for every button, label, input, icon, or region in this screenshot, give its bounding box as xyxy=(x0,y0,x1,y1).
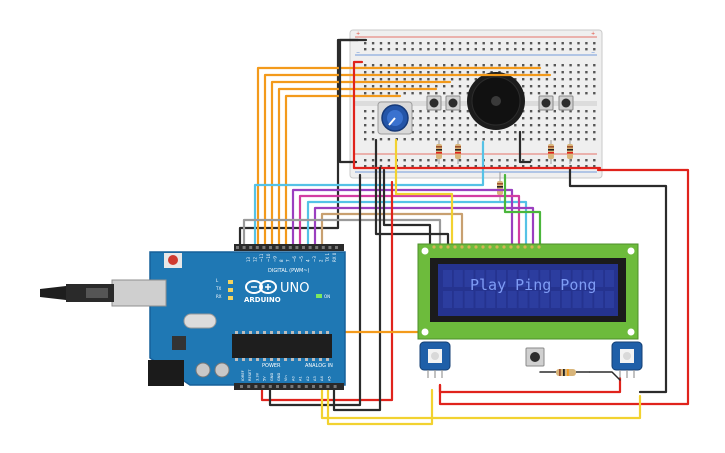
wire-green-1[interactable] xyxy=(503,173,542,246)
lcd-display-text: Play Ping Pong xyxy=(470,276,596,294)
wire-purple-2[interactable] xyxy=(313,206,535,246)
digital-pin-label: 7 xyxy=(286,259,291,262)
digital-pin-label: ~3 xyxy=(312,256,317,262)
digital-pin-label: 13 xyxy=(246,256,251,262)
resistor-bb-1[interactable] xyxy=(436,140,442,164)
wire-gray-1[interactable] xyxy=(242,218,442,246)
power-header-label: POWER xyxy=(262,363,281,369)
rgb-led-module-2[interactable] xyxy=(611,341,643,378)
wire-orange-5[interactable] xyxy=(284,94,402,246)
wire-yellow-3[interactable] xyxy=(394,138,454,246)
usb-plug-icon[interactable] xyxy=(40,279,167,307)
wire-black-pot[interactable] xyxy=(374,138,450,246)
digital-header-label: DIGITAL (PWM~) xyxy=(268,268,310,274)
digital-pin-label: ~11 xyxy=(259,253,264,262)
tx-led-label: TX xyxy=(215,286,221,291)
rgb-led-module-1[interactable] xyxy=(419,341,451,378)
digital-pin-label: ~6 xyxy=(292,256,297,262)
digital-pin-label: 12 xyxy=(253,256,258,262)
potentiometer[interactable] xyxy=(377,101,413,135)
wire-black-rail[interactable] xyxy=(338,38,368,164)
svg-text:−: − xyxy=(356,50,360,56)
resistor-bb-2[interactable] xyxy=(455,140,461,164)
push-button-1[interactable] xyxy=(426,95,442,111)
svg-text:−: − xyxy=(591,50,595,56)
wire-gnd-bottom[interactable] xyxy=(268,173,362,407)
push-button-3[interactable] xyxy=(538,95,554,111)
power-analog-pin-label: 3.3V xyxy=(255,372,259,381)
power-analog-pin-label: GND xyxy=(277,373,281,381)
piezo-buzzer[interactable] xyxy=(467,72,525,130)
power-analog-pin-label: RESET xyxy=(248,369,252,381)
wire-red-led[interactable] xyxy=(438,376,622,394)
resistor-bb-3[interactable] xyxy=(548,140,554,164)
wire-black-right[interactable] xyxy=(568,166,668,394)
analog-header-label: ANALOG IN xyxy=(305,363,333,369)
wire-cyan-1[interactable] xyxy=(253,140,485,246)
power-analog-pin-label: A2 xyxy=(306,376,310,381)
push-button-5[interactable] xyxy=(525,347,545,367)
digital-pin-label: 8 xyxy=(279,259,284,262)
wire-black-a[interactable] xyxy=(332,166,382,412)
digital-pin-label: RX 0 xyxy=(332,252,337,262)
power-analog-pin-label: A5 xyxy=(327,376,331,381)
wire-black-buzzer[interactable] xyxy=(518,130,532,164)
board-brand-label: ARDUINO xyxy=(244,296,281,304)
power-analog-pin-label: IOREF xyxy=(241,370,245,381)
digital-pin-label: 2 xyxy=(319,259,324,262)
power-analog-pin-label: A3 xyxy=(313,376,317,381)
arduino-uno-board[interactable]: UNO ARDUINO DIGITAL (PWM~) POWER ANALOG … xyxy=(40,244,346,390)
power-analog-pin-label: GND xyxy=(270,373,274,381)
l-led-label: L xyxy=(216,278,219,283)
digital-pin-label: ~10 xyxy=(266,253,271,262)
wire-black-2[interactable] xyxy=(382,168,432,246)
wire-cyan-2[interactable] xyxy=(306,200,528,246)
resistor-standalone[interactable] xyxy=(556,369,590,376)
wire-orange-3[interactable] xyxy=(270,80,452,246)
power-analog-pin-label: A0 xyxy=(291,376,295,381)
push-button-2[interactable] xyxy=(445,95,461,111)
arduino-logo-icon xyxy=(245,280,277,294)
wire-yellow-2[interactable] xyxy=(326,388,434,426)
power-analog-pin-label: Vin xyxy=(284,375,288,381)
wire-purple-1[interactable] xyxy=(291,188,514,246)
digital-pin-label: TX 1 xyxy=(325,253,330,263)
svg-text:+: + xyxy=(356,31,360,37)
wire-orange-4[interactable] xyxy=(277,87,438,246)
on-led-label: ON xyxy=(324,294,330,299)
wire-yellow-1[interactable] xyxy=(320,388,642,420)
power-analog-pin-label: 5V xyxy=(263,376,267,381)
wire-orange-2[interactable] xyxy=(263,73,552,246)
digital-pin-label: ~9 xyxy=(272,256,277,262)
wire-red-right[interactable] xyxy=(438,168,690,406)
power-analog-pin-label: A4 xyxy=(320,376,324,381)
digital-pin-label: 4 xyxy=(305,259,310,262)
lcd-16x2[interactable]: Play Ping Pong xyxy=(417,243,639,340)
wire-red-rail[interactable] xyxy=(352,60,602,170)
board-model-label: UNO xyxy=(280,281,309,296)
digital-pin-label: ~5 xyxy=(299,256,304,262)
push-button-4[interactable] xyxy=(558,95,574,111)
resistor-bb-4[interactable] xyxy=(567,140,573,164)
rx-led-label: RX xyxy=(216,294,222,299)
svg-text:+: + xyxy=(591,31,595,37)
power-analog-pin-label: A1 xyxy=(299,376,303,381)
